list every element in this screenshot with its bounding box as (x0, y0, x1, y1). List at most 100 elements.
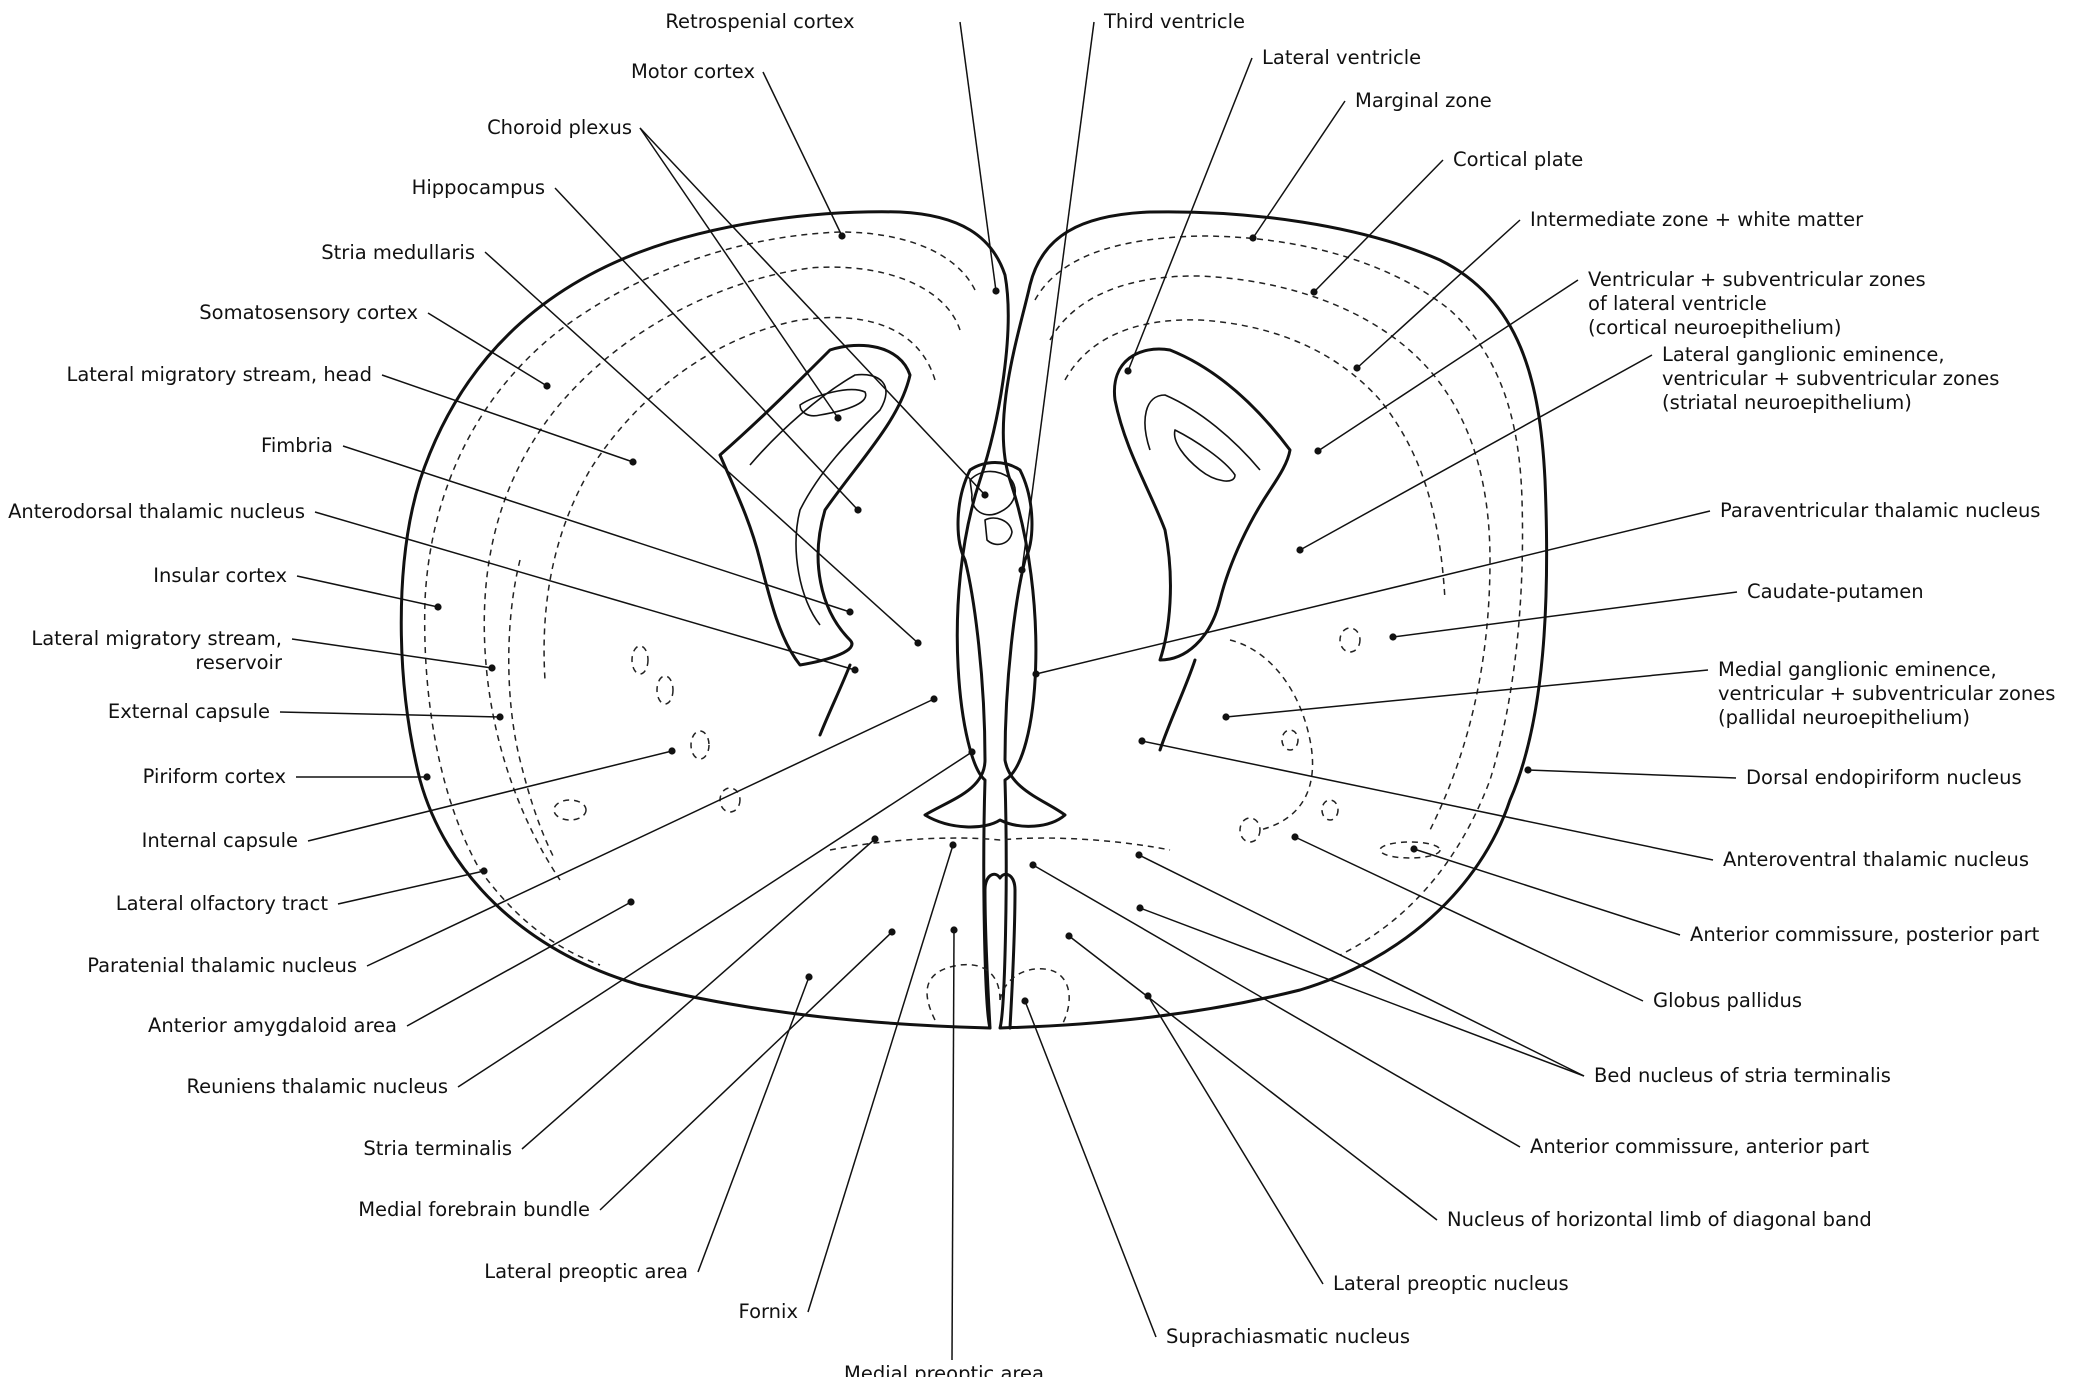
anchor-dot-third-ventricle (1018, 566, 1026, 574)
label-lateral-olfactory-tract: Lateral olfactory tract (116, 892, 329, 915)
label-line: Somatosensory cortex (199, 301, 418, 324)
anchor-dot-lateral-preoptic-area (805, 973, 813, 981)
label-line: ventricular + subventricular zones (1718, 682, 2055, 705)
label-lateral-migratory-stream-reservoir: Lateral migratory stream,reservoir (31, 627, 283, 674)
anchor-dot-marginal-zone (1249, 234, 1257, 242)
label-lateral-preoptic-nucleus: Lateral preoptic nucleus (1333, 1272, 1569, 1295)
label-line: Anteroventral thalamic nucleus (1723, 848, 2029, 871)
label-line: Dorsal endopiriform nucleus (1746, 766, 2022, 789)
label-line: Paraventricular thalamic nucleus (1720, 499, 2040, 522)
left-ventricle-lower-tail (818, 663, 852, 737)
label-line: Third ventricle (1103, 10, 1245, 33)
anchor-dot-suprachiasmatic-nucleus (1021, 997, 1029, 1005)
leader-lateral-migratory-stream-head (381, 374, 634, 463)
label-piriform-cortex: Piriform cortex (143, 765, 286, 788)
third-ventricle-choroid-2 (984, 517, 1013, 546)
anchor-dot-stria-medullaris (914, 639, 922, 647)
label-insular-cortex: Insular cortex (153, 564, 287, 587)
label-line: Stria medullaris (321, 241, 475, 264)
leader-paraventricular-thalamic-nucleus (1035, 510, 1711, 675)
label-line: Lateral migratory stream, head (66, 363, 372, 386)
anchor-dot-retrospenial-cortex (992, 287, 1000, 295)
label-intermediate-zone-white-matter: Intermediate zone + white matter (1530, 208, 1864, 231)
leader-anterior-commissure-posterior-part (1413, 848, 1681, 936)
leader-dorsal-endopiriform-nucleus (1527, 769, 1737, 779)
anterior-commissure-posterior-part (1379, 841, 1441, 859)
right-globus-pallidus-region (1229, 639, 1314, 831)
label-caudate-putamen: Caudate-putamen (1747, 580, 1924, 603)
label-line: Lateral olfactory tract (116, 892, 329, 915)
left-insular-boundary (543, 316, 936, 681)
label-line: Marginal zone (1355, 89, 1492, 112)
label-internal-capsule: Internal capsule (142, 829, 298, 852)
label-choroid-plexus: Choroid plexus (487, 116, 632, 139)
label-line: Paratenial thalamic nucleus (87, 954, 357, 977)
leader-choroid-plexus (639, 127, 839, 419)
label-anterior-amygdaloid-area: Anterior amygdaloid area (148, 1014, 397, 1037)
leader-medial-ganglionic-eminence-ventricular-subventricular-zones-pallidal-neuroepithelium (1225, 669, 1709, 718)
leader-lateral-preoptic-nucleus (1147, 995, 1324, 1285)
leader-paratenial-thalamic-nucleus (366, 698, 935, 967)
right-intermediate-zone-boundary (1049, 275, 1491, 831)
label-external-capsule: External capsule (108, 700, 270, 723)
label-lateral-migratory-stream-head: Lateral migratory stream, head (66, 363, 372, 386)
right-ventricle-inner-line (1144, 394, 1261, 471)
leader-anterodorsal-thalamic-nucleus (314, 511, 856, 671)
left-hippocampus-outline (749, 373, 887, 626)
anchor-dot-medial-ganglionic-eminence-ventricular-subventricular-zones-pallidal-neuroepithelium (1222, 713, 1230, 721)
leader-bed-nucleus-of-stria-terminalis (1138, 854, 1585, 1077)
anchor-dot-insular-cortex (434, 603, 442, 611)
internal-capsule-bundle (631, 645, 649, 675)
internal-capsule-bundle (656, 675, 674, 705)
leader-globus-pallidus (1294, 836, 1644, 1002)
label-medial-ganglionic-eminence-ventricular-subventricular-zones-pallidal-neuroepithelium: Medial ganglionic eminence,ventricular +… (1718, 658, 2055, 729)
label-line: Anterior commissure, posterior part (1690, 923, 2040, 946)
label-line: Lateral preoptic area (484, 1260, 688, 1283)
anchor-dot-external-capsule (496, 713, 504, 721)
label-line: Motor cortex (631, 60, 755, 83)
leader-caudate-putamen (1392, 591, 1738, 638)
leader-lateral-ventricle (1127, 57, 1253, 372)
label-line: Internal capsule (142, 829, 298, 852)
left-choroid-plexus (799, 388, 867, 417)
anchor-dot-lateral-ventricle (1124, 367, 1132, 375)
leader-lateral-preoptic-area (697, 976, 810, 1273)
anchor-dot-medial-preoptic-area (950, 926, 958, 934)
anchor-dot-choroid-plexus (981, 491, 989, 499)
third-ventricle-choroid (969, 470, 1016, 516)
internal-capsule-bundle (1239, 817, 1261, 843)
label-motor-cortex: Motor cortex (631, 60, 755, 83)
preoptic-recess (983, 872, 1017, 1030)
leader-third-ventricle (1021, 21, 1095, 571)
right-lateral-ventricle (1112, 347, 1292, 662)
leader-retrospenial-cortex (959, 21, 997, 292)
label-lateral-preoptic-area: Lateral preoptic area (484, 1260, 688, 1283)
leader-insular-cortex (296, 575, 439, 608)
anchor-dot-internal-capsule (668, 747, 676, 755)
label-line: reservoir (195, 651, 283, 674)
internal-capsule-bundle (1321, 799, 1339, 821)
leader-lateral-migratory-stream-reservoir (291, 638, 493, 669)
label-line: Cortical plate (1453, 148, 1583, 171)
suprachiasmatic-region (926, 963, 1001, 1021)
label-line: Insular cortex (153, 564, 287, 587)
label-line: Medial ganglionic eminence, (1718, 658, 1997, 681)
anchor-dot-bed-nucleus-of-stria-terminalis (1136, 904, 1144, 912)
right-hemisphere-outline (998, 210, 1549, 1030)
label-line: Suprachiasmatic nucleus (1166, 1325, 1410, 1348)
label-line: Medial forebrain bundle (358, 1198, 590, 1221)
leader-external-capsule (279, 711, 501, 718)
third-ventricle (923, 461, 1067, 829)
label-line: Choroid plexus (487, 116, 632, 139)
anchor-dot-hippocampus (854, 506, 862, 514)
anchor-dot-lateral-migratory-stream-reservoir (488, 664, 496, 672)
anchor-dot-dorsal-endopiriform-nucleus (1524, 766, 1532, 774)
anchor-dot-stria-terminalis (871, 835, 879, 843)
leader-intermediate-zone-white-matter (1356, 219, 1521, 369)
internal-capsule-bundle (690, 730, 710, 760)
label-anterior-commissure-posterior-part: Anterior commissure, posterior part (1690, 923, 2040, 946)
label-paratenial-thalamic-nucleus: Paratenial thalamic nucleus (87, 954, 357, 977)
anchor-dot-anteroventral-thalamic-nucleus (1138, 737, 1146, 745)
label-paraventricular-thalamic-nucleus: Paraventricular thalamic nucleus (1720, 499, 2040, 522)
